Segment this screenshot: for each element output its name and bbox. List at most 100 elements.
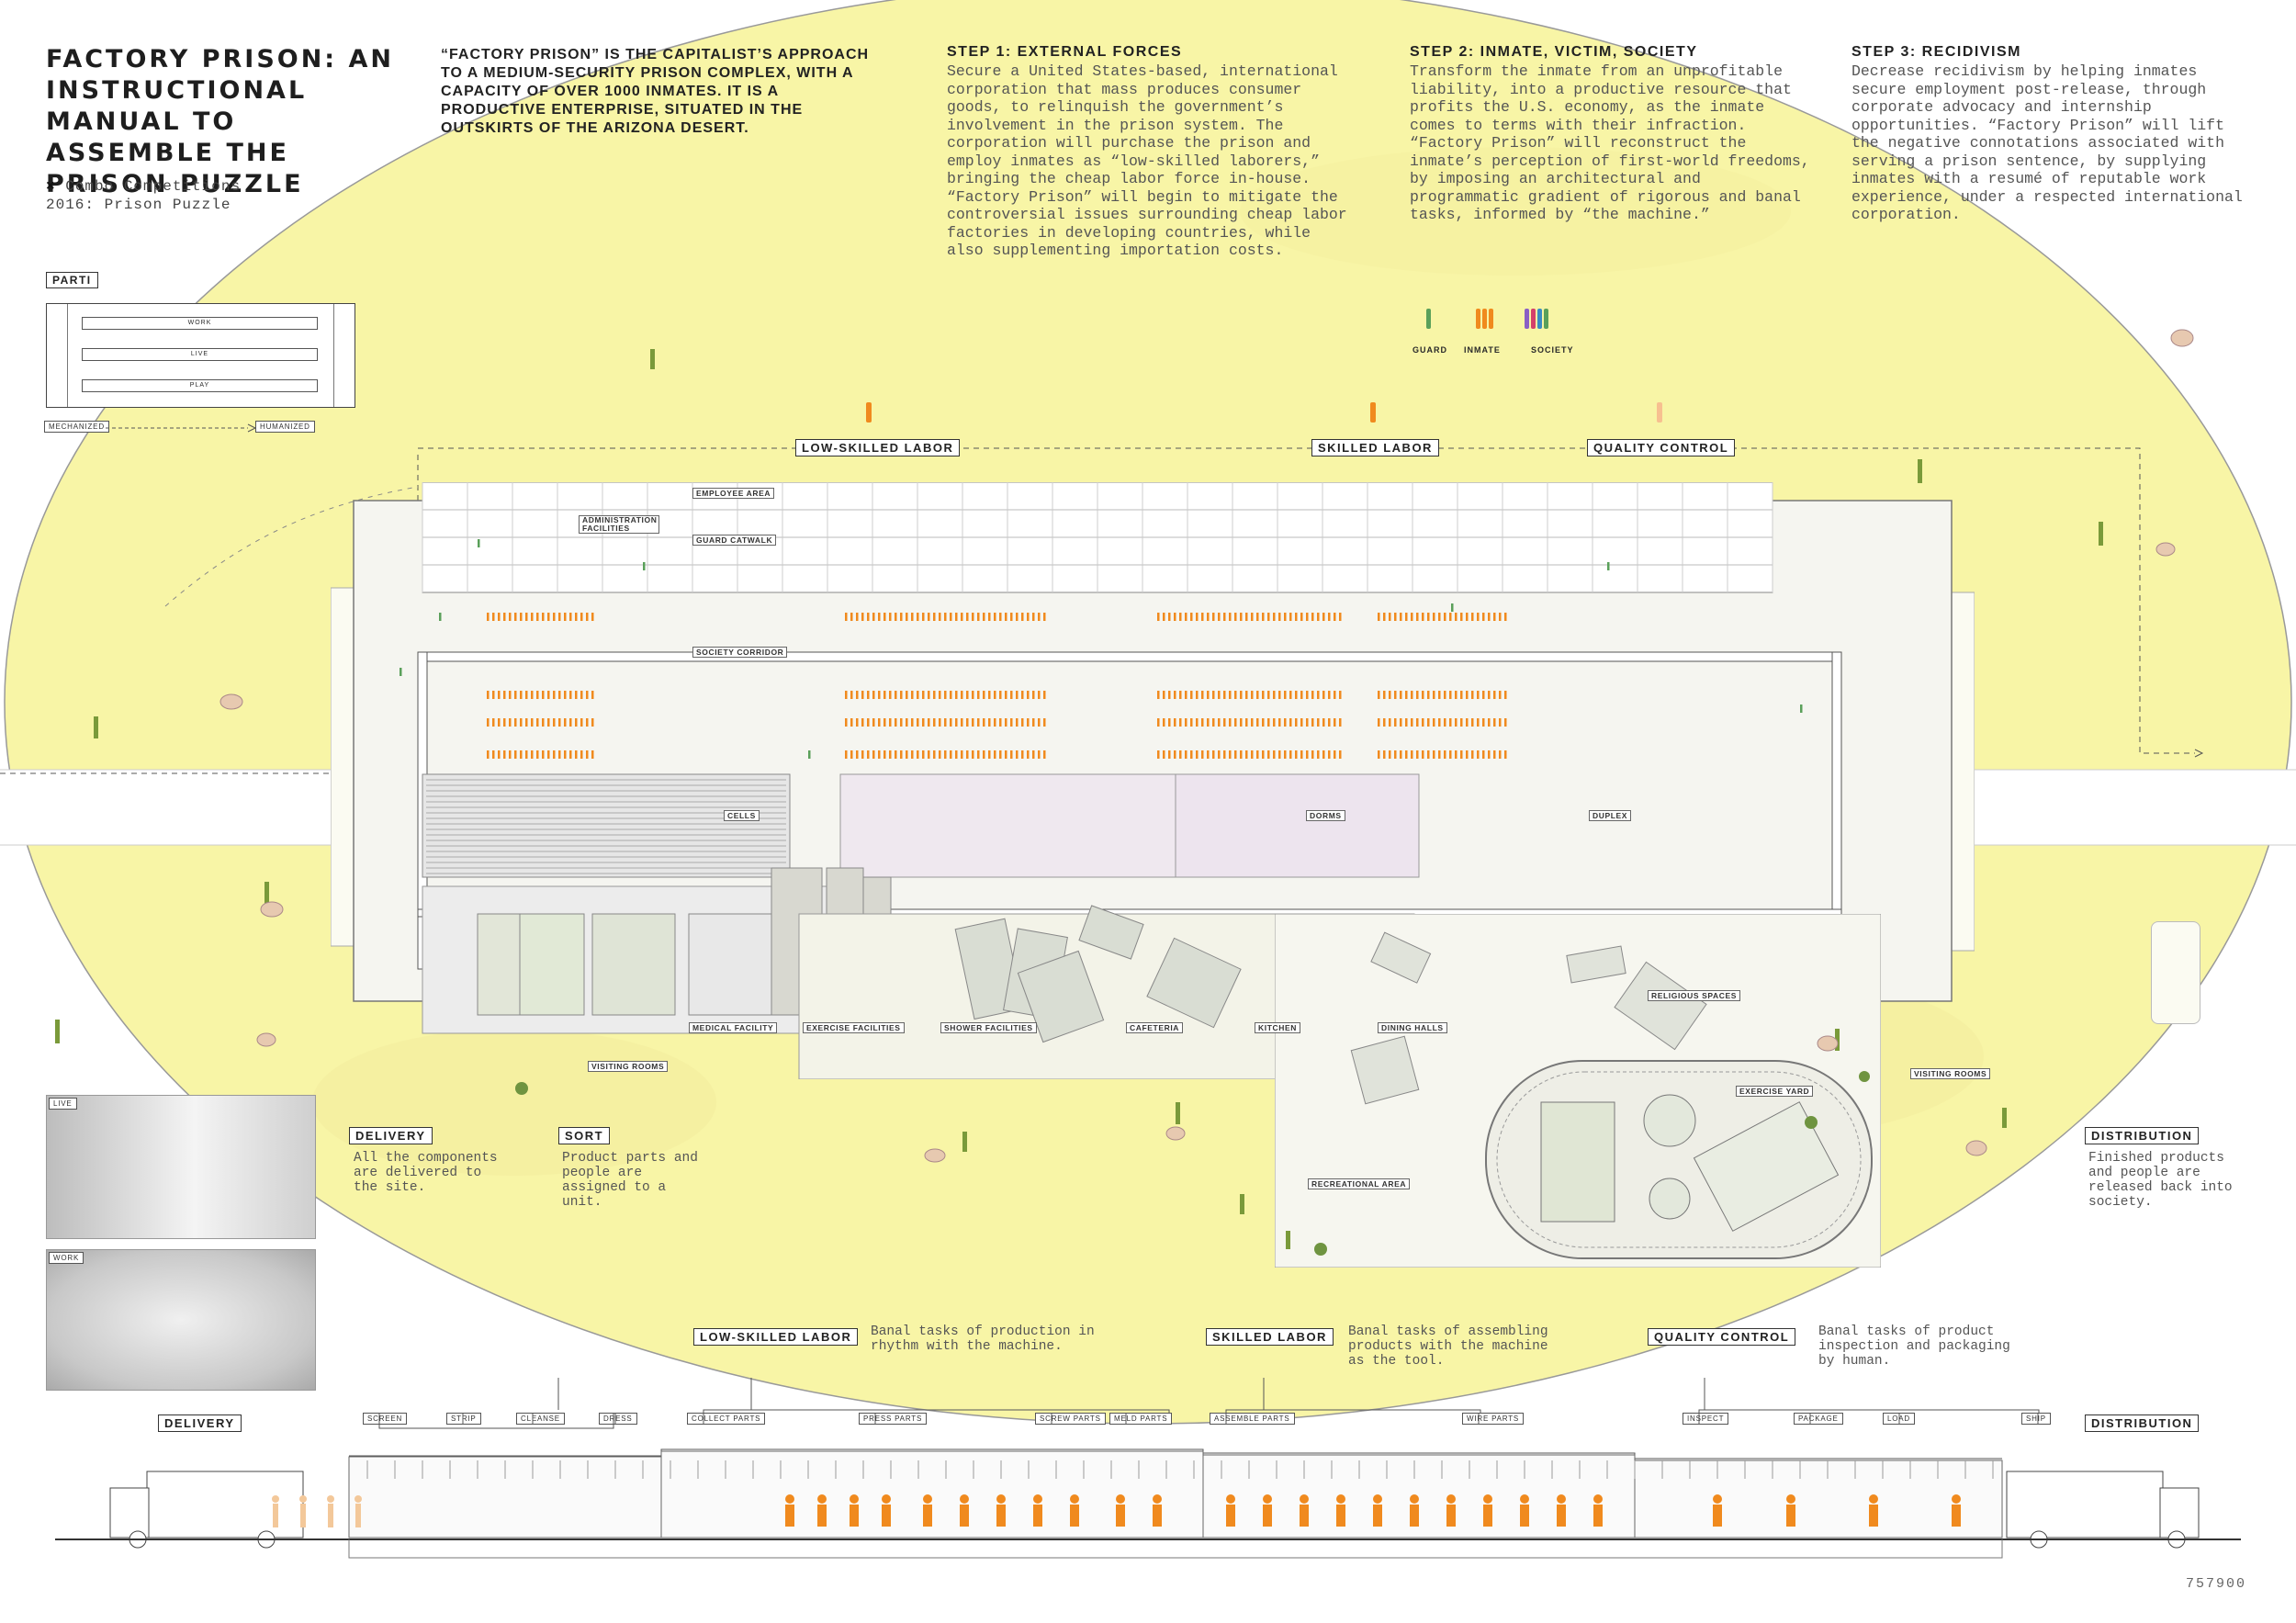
inmate-figure <box>1455 613 1458 621</box>
inmate-figure <box>1466 691 1469 699</box>
inmate-figure <box>1005 718 1007 727</box>
inmate-figure <box>569 750 572 759</box>
inmate-figure <box>1499 750 1502 759</box>
guard-figure <box>808 750 811 759</box>
guard-figure <box>439 613 442 621</box>
inmate-figure <box>586 691 589 699</box>
inmate-figure <box>933 613 936 621</box>
employee-area-label: EMPLOYEE AREA <box>692 488 775 499</box>
recreational-area-label: RECREATIONAL AREA <box>1308 1178 1411 1189</box>
inmate-figure <box>1482 613 1485 621</box>
inmate-figure <box>878 750 881 759</box>
inmate-figure <box>547 750 550 759</box>
step-1: STEP 1: EXTERNAL FORCES Secure a United … <box>947 44 1356 260</box>
inmate-figure <box>1234 691 1237 699</box>
worker-figure <box>1373 1494 1382 1527</box>
inmate-figure <box>988 613 991 621</box>
inmate-figure <box>856 691 859 699</box>
inmate-figure <box>1488 750 1491 759</box>
worker-figure <box>996 1494 1006 1527</box>
inmate-figure <box>961 691 963 699</box>
cells-label: CELLS <box>724 810 760 821</box>
inmate-figure <box>1295 613 1298 621</box>
step-1-body: Secure a United States-based, internatio… <box>947 62 1347 259</box>
inmate-figure <box>1339 691 1342 699</box>
inmate-figure <box>961 750 963 759</box>
inmate-figure <box>872 691 875 699</box>
inmate-figure <box>1383 691 1386 699</box>
inmate-figure <box>525 691 528 699</box>
inmate-figure <box>977 691 980 699</box>
inmate-figure <box>900 613 903 621</box>
inmate-figure <box>1306 613 1309 621</box>
cells-block <box>422 773 791 878</box>
inmate-figure <box>911 718 914 727</box>
inmate-figure <box>1455 750 1458 759</box>
inmate-figure <box>509 613 512 621</box>
inmate-figure <box>1295 691 1298 699</box>
inmate-figure <box>1010 718 1013 727</box>
inmate-figure <box>514 613 517 621</box>
inmate-figure <box>1223 718 1226 727</box>
inmate-figure <box>1256 750 1259 759</box>
inmate-figure <box>1471 718 1474 727</box>
worker-figure <box>1952 1494 1961 1527</box>
inmate-figure <box>1328 691 1331 699</box>
inmate-figure <box>1322 750 1325 759</box>
inmate-figure <box>1334 613 1336 621</box>
inmate-figure <box>1493 691 1496 699</box>
credit-line-2: 2016: Prison Puzzle <box>46 197 231 213</box>
inmate-figure <box>1190 750 1193 759</box>
inmate-figure <box>1400 613 1402 621</box>
inmate-figure <box>503 750 506 759</box>
inmate-figure <box>1295 750 1298 759</box>
inmate-figure <box>1179 691 1182 699</box>
inmate-figure <box>1157 691 1160 699</box>
inmate-figure <box>531 613 534 621</box>
inmate-figure <box>1328 750 1331 759</box>
inmate-figure <box>1190 691 1193 699</box>
inmate-figure <box>1411 750 1413 759</box>
inmate-figure <box>1300 691 1303 699</box>
inmate-figure <box>1223 613 1226 621</box>
inmate-figure <box>1278 718 1281 727</box>
inmate-figure <box>878 691 881 699</box>
inmate-figure <box>520 750 523 759</box>
inmate-figure <box>492 613 495 621</box>
arriving-figure <box>299 1495 307 1527</box>
inmate-figure <box>961 718 963 727</box>
inmate-figure <box>939 750 941 759</box>
cafeteria-label: CAFETERIA <box>1126 1022 1184 1033</box>
inmate-figure <box>1043 718 1046 727</box>
inmate-figure <box>1185 613 1187 621</box>
delivery-heading: DELIVERY <box>349 1127 433 1144</box>
inmate-figure <box>542 750 545 759</box>
inmate-figure <box>1427 750 1430 759</box>
inmate-figure <box>1005 613 1007 621</box>
inmate-figure <box>1394 718 1397 727</box>
worker-figure <box>1033 1494 1042 1527</box>
inmate-figure <box>569 691 572 699</box>
inmate-figure <box>1207 750 1210 759</box>
inmate-figure <box>536 750 539 759</box>
inmate-figure <box>867 718 870 727</box>
inmate-figure <box>498 613 501 621</box>
inmate-figure <box>1223 691 1226 699</box>
worker-figure <box>850 1494 859 1527</box>
inmate-figure <box>955 718 958 727</box>
inmate-figure <box>1267 750 1270 759</box>
inmate-figure <box>1311 613 1314 621</box>
dining-halls-label: DINING HALLS <box>1378 1022 1447 1033</box>
step-3-body: Decrease recidivism by helping inmates s… <box>1851 62 2243 223</box>
inmate-figure <box>1273 613 1276 621</box>
visiting-rooms-right-label: VISITING ROOMS <box>1910 1068 1991 1079</box>
inmate-figure <box>542 691 545 699</box>
inmate-figure <box>911 750 914 759</box>
inmate-figure <box>498 718 501 727</box>
inmate-figure <box>1422 613 1424 621</box>
inmate-figure <box>1444 718 1446 727</box>
inmate-figure <box>933 718 936 727</box>
inmate-figure <box>1245 718 1248 727</box>
inmate-figure <box>1229 613 1232 621</box>
inmate-figure <box>1027 718 1030 727</box>
